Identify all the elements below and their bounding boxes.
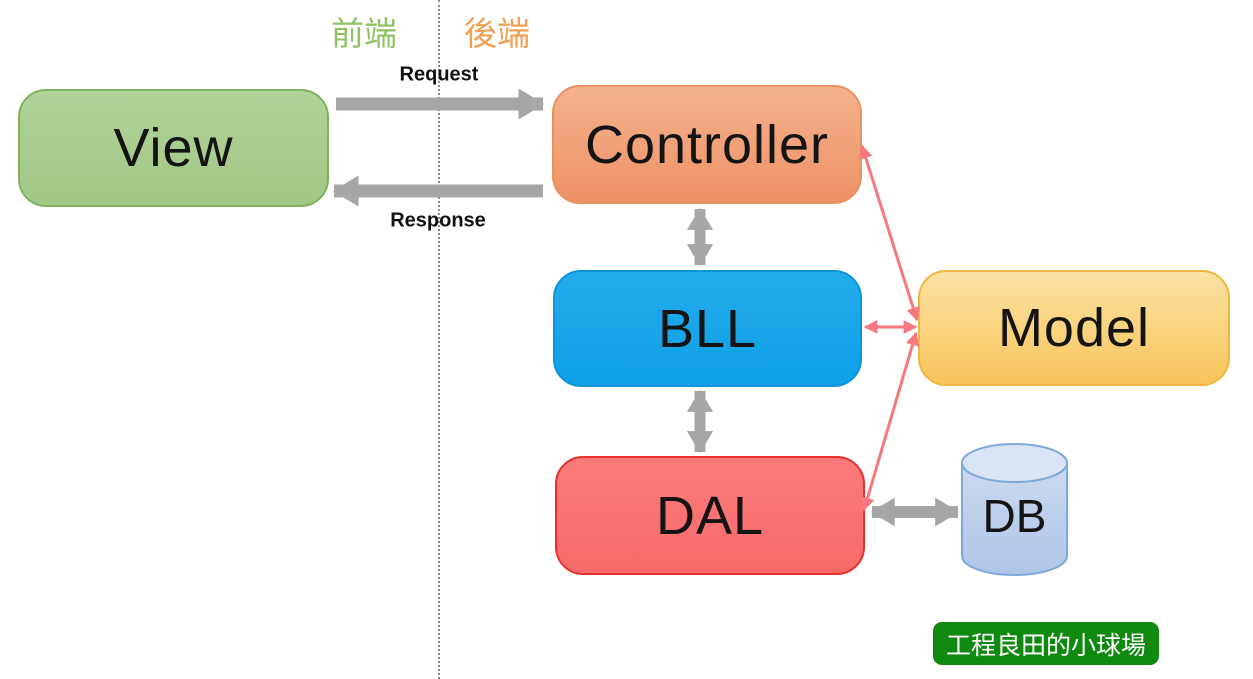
view-node-label: View <box>113 118 234 178</box>
controller-model-arrow <box>859 144 920 322</box>
watermark-badge: 工程良田的小球場 <box>933 622 1159 665</box>
dal-node: DAL <box>555 456 865 575</box>
frontend-backend-divider-line <box>438 0 440 679</box>
model-node: Model <box>918 270 1230 386</box>
bll-node: BLL <box>553 270 862 387</box>
controller-node-label: Controller <box>584 114 830 175</box>
backend-region-label: 後端 <box>464 15 530 52</box>
response-arrow-label: Response <box>390 209 486 232</box>
dal-model-arrow <box>860 331 920 512</box>
dal-node-label: DAL <box>655 485 765 546</box>
controller-node: Controller <box>552 85 862 204</box>
bll-node-label: BLL <box>657 298 758 359</box>
watermark-text: 工程良田的小球場 <box>945 631 1146 660</box>
model-node-label: Model <box>997 298 1151 358</box>
frontend-region-label: 前端 <box>331 15 397 52</box>
view-node: View <box>18 89 329 207</box>
request-arrow-label: Request <box>399 63 479 86</box>
db-node-label: DB <box>982 490 1047 542</box>
